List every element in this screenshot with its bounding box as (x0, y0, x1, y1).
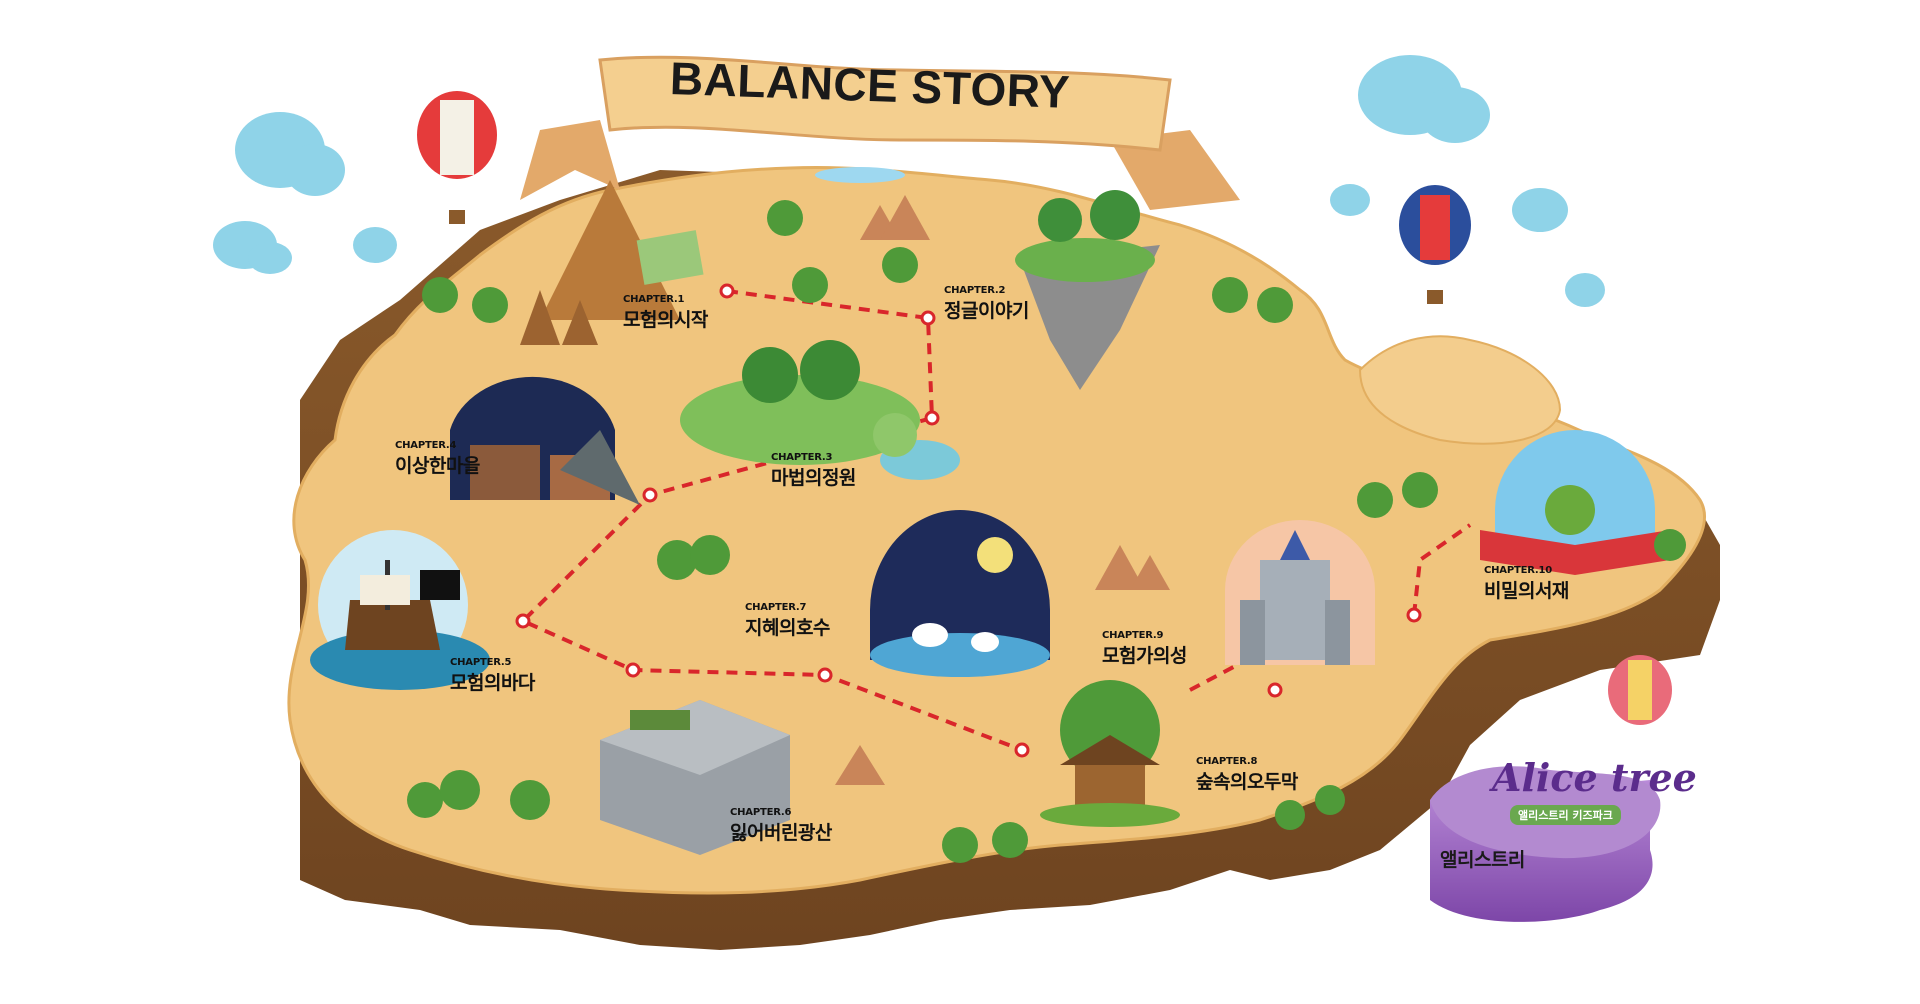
chapter-5-title: 모험의바다 (450, 672, 535, 694)
chapter-1-marker[interactable]: CHAPTER.1 모험의시작 (623, 294, 708, 332)
chapter-3-title: 마법의정원 (771, 467, 856, 489)
chapter-2-number: CHAPTER.2 (944, 285, 1006, 296)
chapter-8-number: CHAPTER.8 (1196, 756, 1258, 767)
lake-scene (870, 510, 1050, 677)
chapter-6-title: 잃어버린광산 (730, 822, 832, 844)
chapter-10-title: 비밀의서재 (1484, 580, 1569, 602)
chapter-3-number: CHAPTER.3 (771, 452, 833, 463)
alice-island-label[interactable]: 앨리스트리 (1440, 849, 1525, 871)
chapter-7-number: CHAPTER.7 (745, 602, 807, 613)
chapter-3-marker[interactable]: CHAPTER.3 마법의정원 (771, 452, 856, 490)
alice-tree-logo[interactable]: Alice tree (1492, 755, 1697, 800)
route-points (515, 283, 1422, 758)
trees (407, 200, 1686, 863)
chapter-5-marker[interactable]: CHAPTER.5 모험의바다 (450, 657, 535, 695)
chapter-4-marker[interactable]: CHAPTER.4 이상한마을 (395, 440, 480, 478)
chapter-9-title: 모험가의성 (1102, 645, 1187, 667)
chapter-4-number: CHAPTER.4 (395, 440, 457, 451)
chapter-2-title: 정글이야기 (944, 300, 1029, 322)
garden-scene (680, 340, 960, 480)
chapter-9-number: CHAPTER.9 (1102, 630, 1164, 641)
clouds (213, 55, 1605, 307)
pirate-scene (310, 530, 490, 690)
chapter-10-number: CHAPTER.10 (1484, 565, 1553, 576)
castle-scene (1225, 520, 1375, 665)
camp-scene (520, 180, 704, 345)
island-plateau (1358, 335, 1562, 445)
chapter-2-marker[interactable]: CHAPTER.2 정글이야기 (944, 285, 1029, 323)
library-scene (1480, 430, 1670, 575)
chapter-1-number: CHAPTER.1 (623, 294, 685, 305)
balloons (417, 91, 1672, 725)
top-lake (815, 167, 905, 183)
chapter-5-number: CHAPTER.5 (450, 657, 512, 668)
chapter-8-title: 숲속의오두막 (1196, 771, 1298, 793)
jungle-scene (1015, 190, 1160, 390)
chapter-9-marker[interactable]: CHAPTER.9 모험가의성 (1102, 630, 1187, 668)
chapter-7-marker[interactable]: CHAPTER.7 지혜의호수 (745, 602, 830, 640)
chapter-1-title: 모험의시작 (623, 309, 708, 331)
chapter-6-number: CHAPTER.6 (730, 807, 792, 818)
rock-mountains (835, 195, 1170, 785)
chapter-7-title: 지혜의호수 (745, 617, 830, 639)
mine-scene (600, 700, 790, 855)
chapter-8-marker[interactable]: CHAPTER.8 숲속의오두막 (1196, 756, 1298, 794)
chapter-10-marker[interactable]: CHAPTER.10 비밀의서재 (1484, 565, 1569, 603)
chapter-6-marker[interactable]: CHAPTER.6 잃어버린광산 (730, 807, 832, 845)
village-scene (450, 376, 640, 505)
chapter-4-title: 이상한마을 (395, 455, 480, 477)
title-banner (520, 55, 1240, 210)
cabin-scene (1040, 680, 1180, 827)
alice-tree-logo-subtitle: 앨리스트리 키즈파크 (1510, 805, 1621, 825)
